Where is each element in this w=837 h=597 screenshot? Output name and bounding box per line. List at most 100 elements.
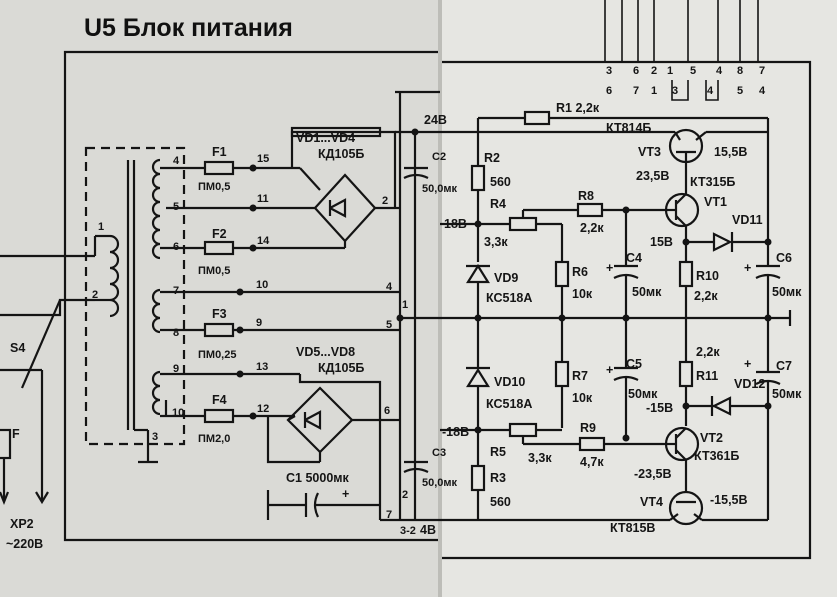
- left-page-half: [0, 0, 440, 597]
- resistor-r10: [678, 260, 694, 288]
- conn-lower-3: 1: [651, 85, 657, 97]
- terminal-7: 7: [386, 509, 392, 521]
- fuse-f1-ref: F1: [212, 145, 227, 159]
- r8-ref: R8: [578, 189, 594, 203]
- r3-ref: R3: [490, 471, 506, 485]
- resistor-r6: [554, 260, 570, 288]
- cap-c3-ref: C3: [432, 447, 446, 459]
- fuse-f4-rating: ПМ2,0: [198, 433, 230, 445]
- mains-fuse: [0, 428, 12, 460]
- secondary-wiring: F1 ПМ0,5 15 11 F2 ПМ0,5 14 10 F3 П: [160, 145, 400, 445]
- bridge1-out: 2: [382, 195, 388, 207]
- terminal-1: 1: [402, 299, 408, 311]
- vt4-type: КТ815В: [610, 521, 655, 535]
- vd10-type: КС518А: [486, 397, 532, 411]
- tr-pin-10: 10: [172, 407, 184, 419]
- conn-upper-7: 8: [737, 65, 743, 77]
- cap-c4-plus: +: [606, 261, 613, 275]
- net-11: 11: [257, 193, 269, 205]
- tr-pin-1: 1: [98, 221, 104, 233]
- r2-value: 560: [490, 175, 511, 189]
- tr-pin-3: 3: [152, 431, 158, 443]
- cap-c1-label: C1 5000мк: [286, 471, 350, 485]
- r9-ref: R9: [580, 421, 596, 435]
- r9-value: 4,7к: [580, 455, 604, 469]
- terminal-2: 2: [402, 489, 408, 501]
- r11-ref: R11: [696, 369, 718, 383]
- r4-value: 3,3к: [484, 235, 508, 249]
- cap-c2-ref: C2: [432, 151, 446, 163]
- conn-upper-6: 4: [716, 65, 723, 77]
- terminal-5: 5: [386, 319, 392, 331]
- cap-c2-value: 50,0мк: [422, 183, 458, 195]
- r6-value: 10к: [572, 287, 593, 301]
- vt1-type: КТ315Б: [690, 175, 735, 189]
- resistor-r7: [554, 360, 570, 388]
- conn-upper-3: 2: [651, 65, 657, 77]
- c4-value: 50мк: [632, 285, 662, 299]
- r8-value: 2,2к: [580, 221, 604, 235]
- mains-input: S4 F ХР2 ~220В: [0, 236, 97, 551]
- voltage-4: 4В: [420, 523, 436, 537]
- r11-value: 2,2к: [696, 345, 720, 359]
- resistor-r4: [508, 216, 538, 232]
- r10-value: 2,2к: [694, 289, 718, 303]
- conn-upper-1: 3: [606, 65, 612, 77]
- vd10-ref: VD10: [494, 375, 525, 389]
- r7-value: 10к: [572, 391, 593, 405]
- conn-upper-2: 6: [633, 65, 639, 77]
- voltage-15: 15В: [650, 235, 673, 249]
- fuse-f2-rating: ПМ0,5: [198, 265, 230, 277]
- conn-lower-6: 5: [737, 85, 743, 97]
- block-outline-right: [442, 60, 812, 560]
- conn-lower-1: 6: [606, 85, 612, 97]
- vd12-ref: VD12: [734, 377, 765, 391]
- right-page-half: [440, 0, 837, 597]
- cap-c2: C2 50,0мк: [403, 151, 458, 195]
- cap-c5-plus: +: [606, 363, 613, 377]
- r5-ref: R5: [490, 445, 506, 459]
- c4-ref: C4: [626, 251, 642, 265]
- top-connector: 3 6 2 1 5 4 8 7 6 7 1 3 4 5 4: [604, 0, 766, 101]
- fuse-f1: [203, 160, 235, 176]
- vt4-ref: VT4: [640, 495, 663, 509]
- c6-value: 50мк: [772, 285, 802, 299]
- voltage-minus-15: -15В: [646, 401, 673, 415]
- cap-c1: C1 5000мк +: [266, 471, 380, 520]
- conn-lower-4: 3: [672, 85, 678, 97]
- vt3-ref: VT3: [638, 145, 661, 159]
- transformer-shield: [84, 146, 186, 446]
- fuse-f3-ref: F3: [212, 307, 227, 321]
- r10-ref: R10: [696, 269, 719, 283]
- r5-value: 3,3к: [528, 451, 552, 465]
- c7-ref: C7: [776, 359, 792, 373]
- fuse-f2-ref: F2: [212, 227, 227, 241]
- vd9-type: КС518А: [486, 291, 532, 305]
- resistor-r2: [470, 164, 486, 192]
- fuse-f1-rating: ПМ0,5: [198, 181, 230, 193]
- voltage-minus-15-5: -15,5В: [710, 493, 748, 507]
- transistor-vt1: [664, 192, 700, 228]
- bridge2-out: 6: [384, 405, 390, 417]
- r7-ref: R7: [572, 369, 588, 383]
- r2-ref: R2: [484, 151, 500, 165]
- c6-ref: C6: [776, 251, 792, 265]
- conn-lower-7: 4: [759, 85, 766, 97]
- voltage-minus-18: -18В: [442, 425, 469, 439]
- conn-upper-5: 5: [690, 65, 696, 77]
- resistor-r8: [576, 202, 604, 218]
- regulator-wiring: + +: [440, 110, 792, 526]
- resistor-r3: [470, 464, 486, 492]
- vt2-ref: VT2: [700, 431, 723, 445]
- net-10: 10: [256, 279, 268, 291]
- terminal-3-2: 3-2: [400, 525, 416, 537]
- bridge1-type: КД105Б: [318, 147, 364, 161]
- c7-value: 50мк: [772, 387, 802, 401]
- resistor-r1: [523, 110, 551, 126]
- net-15: 15: [257, 153, 269, 165]
- vd11-ref: VD11: [732, 213, 763, 227]
- c5-value: 50мк: [628, 387, 658, 401]
- bridge1-ref: VD1...VD4: [296, 131, 355, 145]
- page-fold: [438, 0, 442, 597]
- cap-c6-plus: +: [744, 261, 751, 275]
